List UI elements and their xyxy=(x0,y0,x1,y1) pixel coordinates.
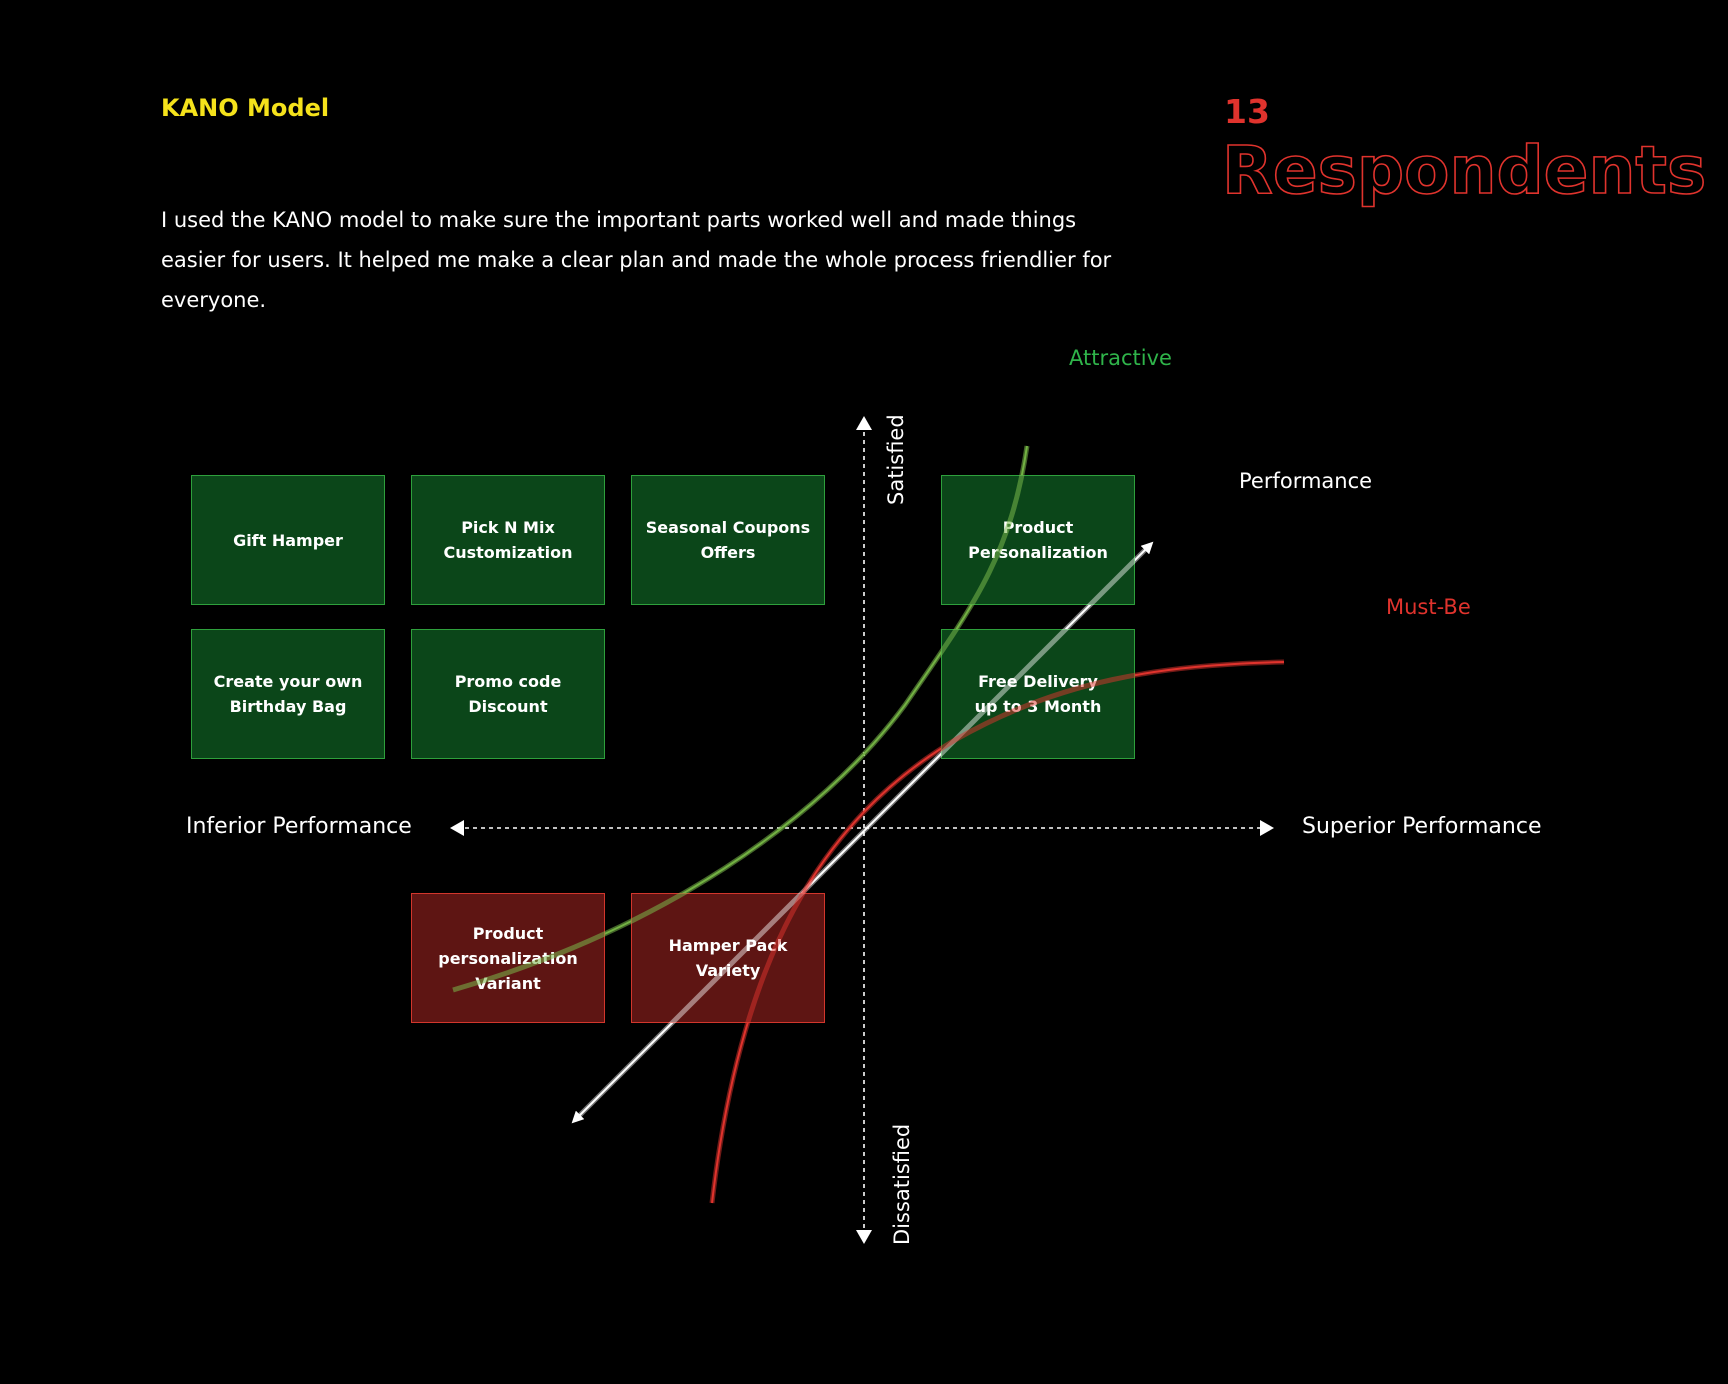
top-arrowhead xyxy=(856,416,872,430)
feature-personalization-variant: Product personalization Variant xyxy=(411,893,605,1023)
feature-pick-n-mix: Pick N Mix Customization xyxy=(411,475,605,605)
axis-left-label: Inferior Performance xyxy=(186,814,412,839)
bottom-arrowhead xyxy=(856,1230,872,1244)
left-arrowhead xyxy=(450,820,464,836)
attractive-label: Attractive xyxy=(1069,346,1172,370)
axis-bottom-label: Dissatisfied xyxy=(890,1123,914,1245)
section-title: KANO Model xyxy=(161,94,330,122)
feature-gift-hamper: Gift Hamper xyxy=(191,475,385,605)
intro-paragraph: I used the KANO model to make sure the i… xyxy=(161,208,1112,312)
feature-product-personalization: Product Personalization xyxy=(941,475,1135,605)
right-arrowhead xyxy=(1260,820,1274,836)
axis-right-label: Superior Performance xyxy=(1302,814,1542,839)
feature-hamper-variety: Hamper Pack Variety xyxy=(631,893,825,1023)
feature-seasonal-coupons: Seasonal Coupons Offers xyxy=(631,475,825,605)
respondent-label: Respondents xyxy=(1221,131,1707,210)
feature-promo-code: Promo code Discount xyxy=(411,629,605,759)
feature-birthday-bag: Create your own Birthday Bag xyxy=(191,629,385,759)
must-be-label: Must-Be xyxy=(1386,595,1471,619)
axis-top-label: Satisfied xyxy=(884,414,908,505)
respondent-count: 13 xyxy=(1224,92,1270,131)
feature-free-delivery: Free Delivery up to 3 Month xyxy=(941,629,1135,759)
performance-label: Performance xyxy=(1239,469,1373,493)
